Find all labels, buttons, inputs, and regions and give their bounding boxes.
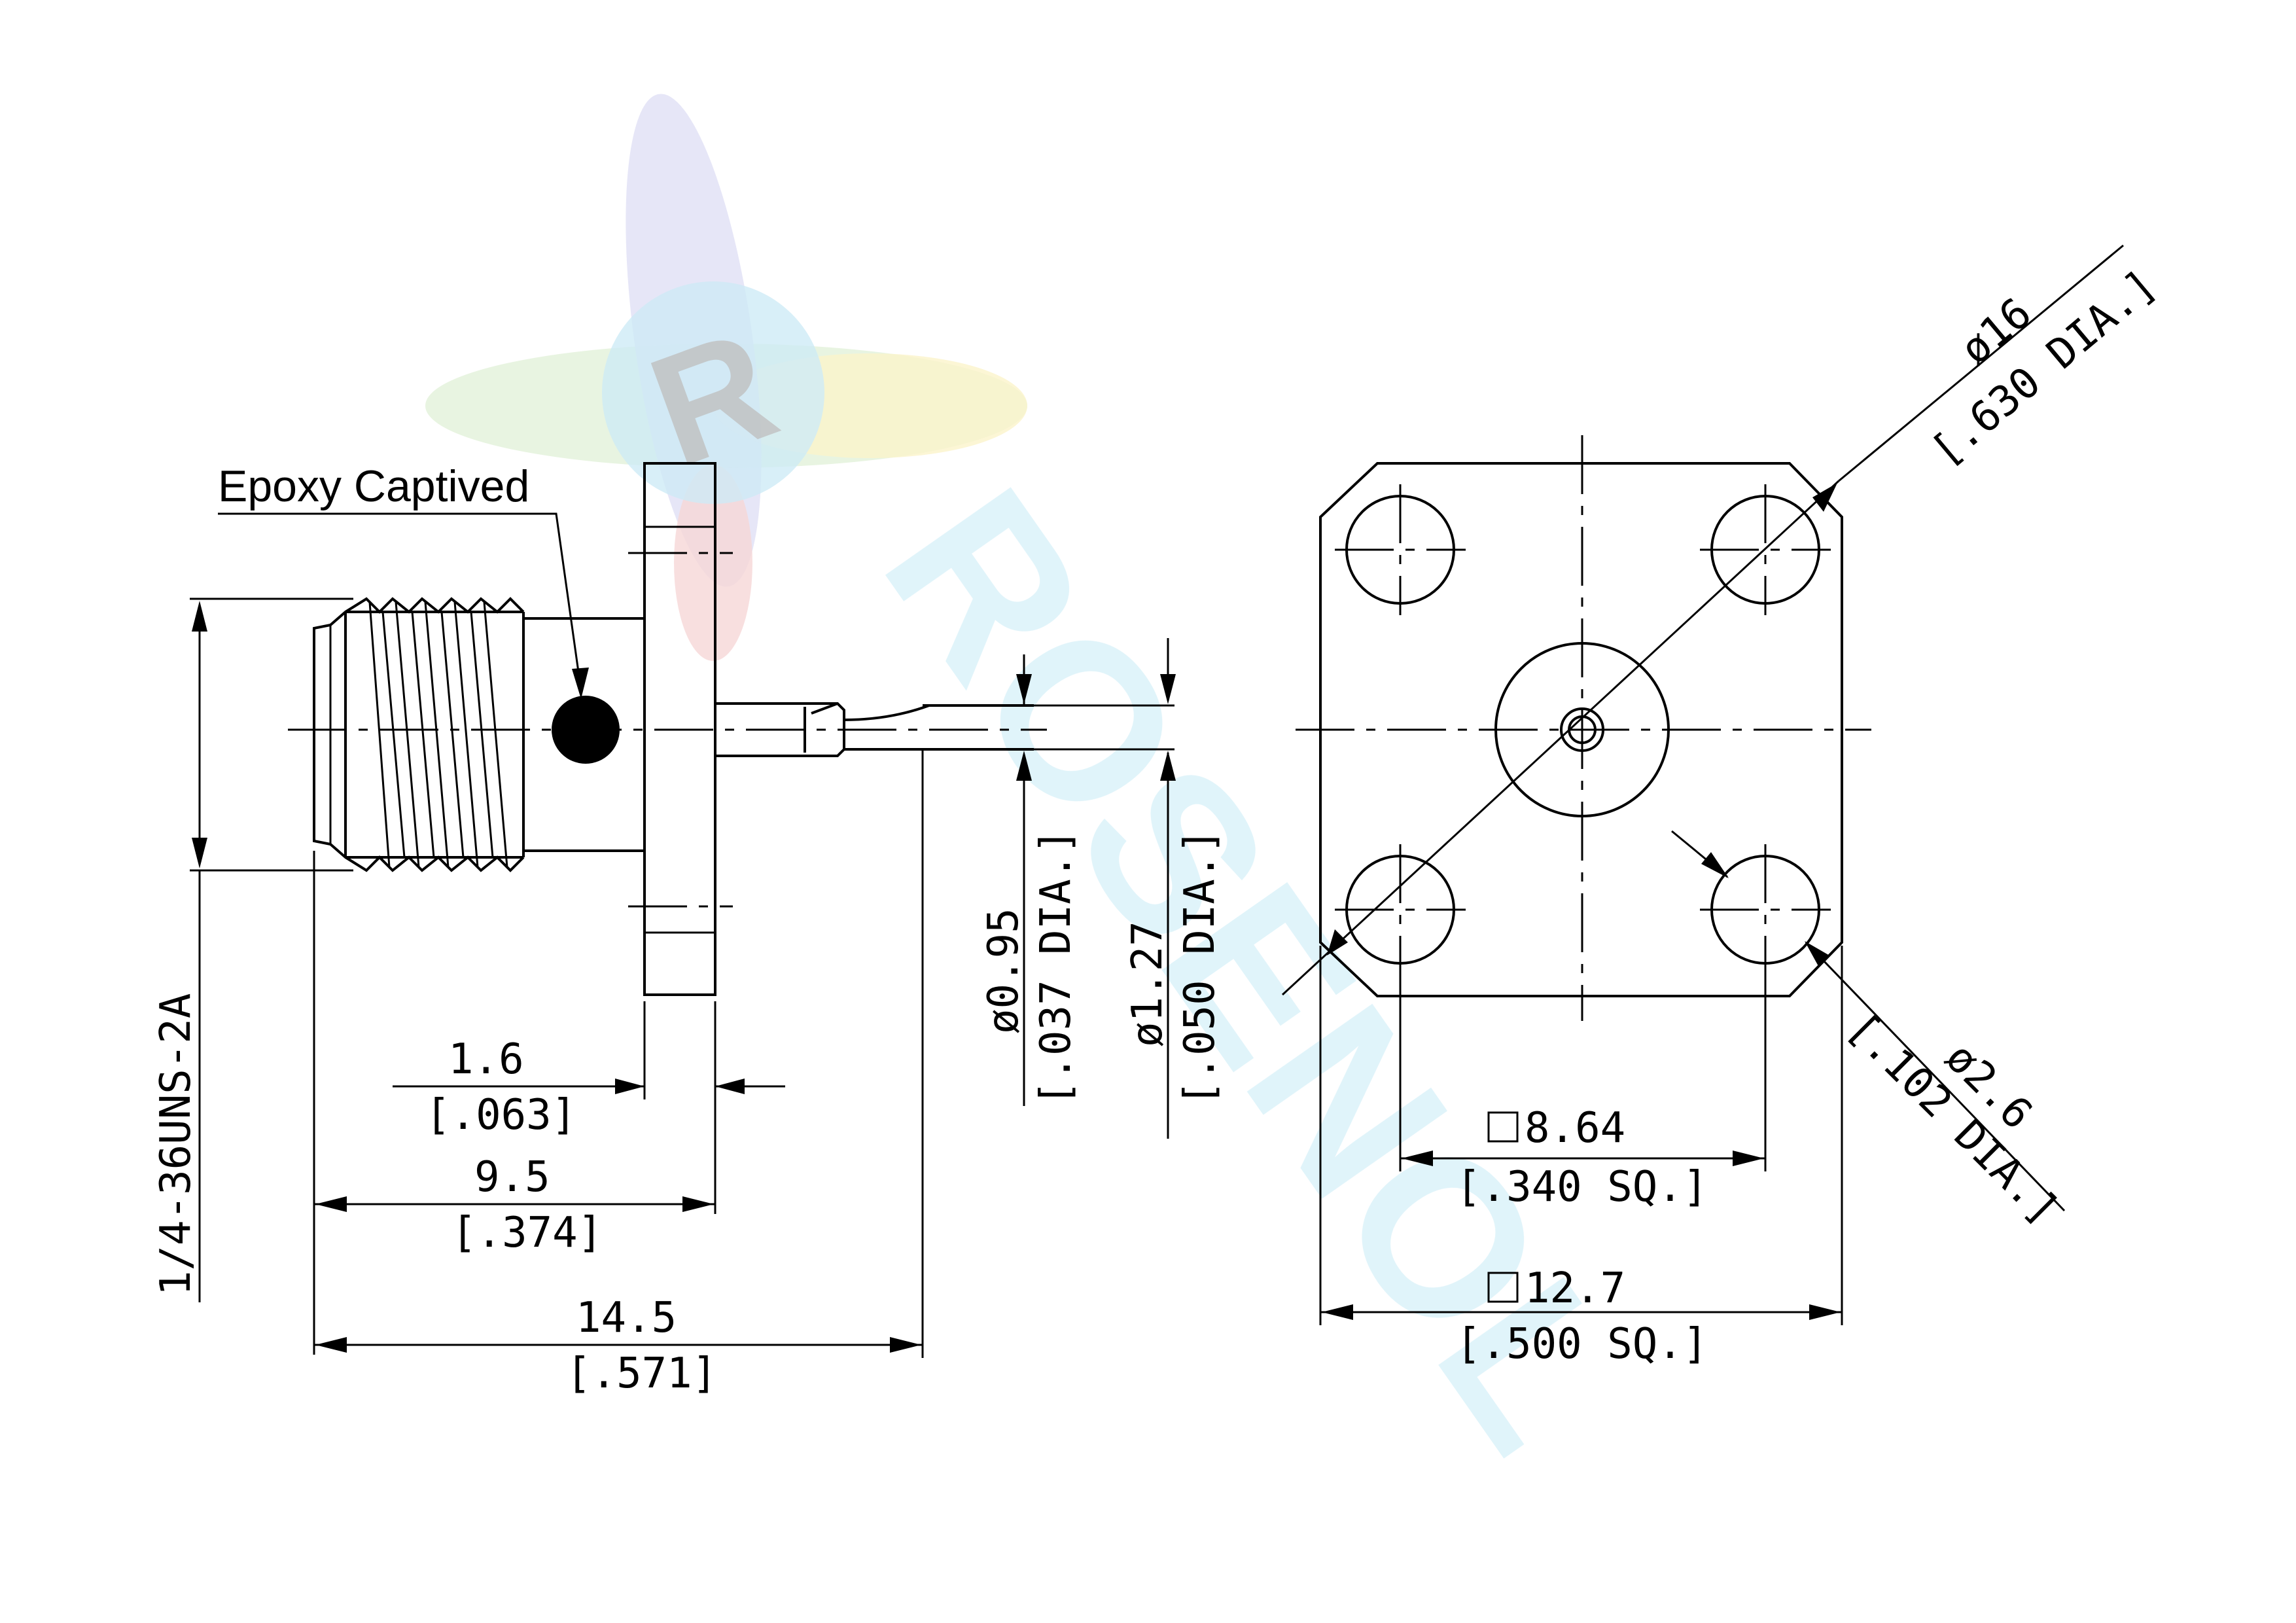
dim-flange-square-inch: [.500 SQ.] (1456, 1320, 1708, 1368)
front-view (1296, 435, 1871, 1021)
dim-pin-diameter: ø0.95 [.037 DIA.] (980, 654, 1174, 1106)
dim-bolt-circle-inch: [.630 DIA.] (1922, 260, 2166, 476)
dim-hole-spacing-inch: [.340 SQ.] (1456, 1163, 1708, 1211)
dim-pin-dia-mm: ø0.95 (980, 908, 1028, 1034)
dim-body-length-mm: 9.5 (474, 1153, 550, 1202)
dim-hole-diameter: ø2.6 [.102 DIA.] (1671, 830, 2068, 1234)
threaded-body (313, 597, 525, 872)
epoxy-label: Epoxy Captived (218, 461, 529, 511)
dim-flange-square-mm: 12.7 (1525, 1264, 1625, 1313)
watermark: R ROSENOL (425, 94, 1672, 1491)
dim-hole-spacing: 8.64 [.340 SQ.] (1399, 965, 1767, 1211)
dim-flange-square: 12.7 [.500 SQ.] (1319, 946, 1843, 1368)
dim-body-length-inch: [.374] (451, 1209, 603, 1257)
flange-outline (1319, 462, 1843, 997)
dim-hole-spacing-mm: 8.64 (1525, 1104, 1625, 1152)
dim-overall-length-inch: [.571] (566, 1349, 717, 1398)
thread-dimension: 1/4-36UNS-2A (152, 597, 353, 1302)
dim-overall-length-mm: 14.5 (576, 1294, 677, 1342)
thread-spec-label: 1/4-36UNS-2A (152, 993, 200, 1296)
epoxy-callout: Epoxy Captived (218, 461, 589, 699)
dim-dielectric-dia-inch: [.050 DIA.] (1176, 829, 1224, 1106)
dim-body-length: 9.5 [.374] (313, 851, 716, 1355)
dim-flange-thickness-mm: 1.6 (448, 1035, 524, 1084)
side-view (288, 462, 1047, 996)
dim-dielectric-dia-mm: ø1.27 (1123, 921, 1172, 1047)
dim-flange-thickness-inch: [.063] (425, 1091, 576, 1139)
dim-hole-dia-inch: [.102 DIA.] (1838, 1004, 2068, 1234)
dim-pin-dia-inch: [.037 DIA.] (1032, 829, 1080, 1106)
dim-flange-thickness: 1.6 [.063] (393, 1001, 785, 1139)
flange-side (628, 462, 733, 996)
dim-dielectric-diameter: ø1.27 [.050 DIA.] (1123, 638, 1224, 1139)
dim-overall-length: 14.5 [.571] (314, 766, 924, 1398)
dim-bolt-circle: ø16 [.630 DIA.] (1281, 244, 2166, 996)
